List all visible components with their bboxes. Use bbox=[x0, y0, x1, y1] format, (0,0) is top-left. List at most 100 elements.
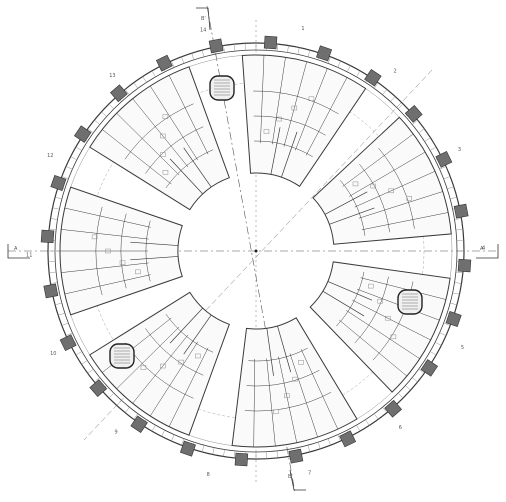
room-wall bbox=[165, 313, 214, 353]
partition-wall bbox=[295, 68, 328, 151]
facade-mullion bbox=[65, 166, 73, 170]
partition-wall bbox=[300, 349, 339, 430]
wing-outline bbox=[241, 54, 367, 188]
facade-mullion bbox=[181, 438, 185, 446]
grid-tag: 14 bbox=[200, 28, 206, 34]
partition-wall bbox=[283, 61, 307, 147]
partition-wall bbox=[278, 356, 297, 443]
structural-pier bbox=[234, 452, 249, 467]
apartment-wing bbox=[231, 317, 358, 448]
partition-wall bbox=[305, 77, 348, 156]
facade-mullion bbox=[276, 44, 278, 52]
partition-wall bbox=[346, 310, 420, 359]
partition-wall bbox=[149, 341, 198, 417]
partition-wall bbox=[116, 113, 180, 176]
grid-tag: 8 bbox=[207, 472, 210, 478]
fixture bbox=[135, 269, 141, 275]
structural-pier bbox=[50, 174, 67, 191]
facade-mullion bbox=[55, 196, 62, 200]
facade-mullion bbox=[181, 56, 185, 64]
fixture bbox=[162, 114, 169, 119]
structural-pier bbox=[263, 35, 278, 50]
grid-tag: 7 bbox=[308, 470, 311, 476]
corridor-wall bbox=[277, 325, 292, 373]
fixture bbox=[140, 365, 147, 370]
facade-mullion bbox=[276, 450, 278, 458]
facade-mullion bbox=[373, 82, 379, 89]
fixture bbox=[385, 315, 391, 321]
fixture bbox=[160, 152, 166, 157]
structural-piers bbox=[40, 35, 472, 467]
corridor-wall bbox=[130, 241, 179, 246]
partition-wall bbox=[342, 133, 414, 187]
grid-tag: 12 bbox=[47, 153, 53, 159]
facade-mullion bbox=[327, 56, 331, 64]
partition-wall bbox=[61, 262, 149, 273]
partition-wall bbox=[354, 171, 436, 208]
facade-mullion bbox=[61, 322, 69, 326]
fixture bbox=[160, 363, 166, 369]
facade-mullion bbox=[50, 218, 58, 220]
facade-mullion bbox=[133, 413, 139, 420]
facade-mullion bbox=[390, 96, 396, 102]
structural-pier bbox=[364, 68, 382, 87]
corridor-wall bbox=[324, 191, 368, 215]
facade-mullion bbox=[397, 103, 404, 110]
grid-tag: 2 bbox=[393, 69, 396, 75]
facade-mullion bbox=[337, 434, 341, 442]
apartment-wing bbox=[241, 54, 367, 188]
stair-core bbox=[397, 289, 423, 315]
facade-mullion bbox=[412, 377, 418, 383]
section-tag-a-prime: A' bbox=[480, 246, 485, 252]
fixture bbox=[178, 359, 184, 365]
grid-tag: 9 bbox=[115, 429, 118, 435]
fixture bbox=[272, 409, 279, 415]
fixture bbox=[370, 183, 376, 189]
section-tag-b: B bbox=[288, 474, 292, 480]
grid-tag: 10 bbox=[50, 351, 56, 357]
room-wall bbox=[95, 206, 103, 296]
partition-wall bbox=[360, 277, 446, 300]
facade-mullion bbox=[307, 445, 311, 452]
structural-pier bbox=[420, 359, 439, 377]
stair-core bbox=[109, 343, 135, 369]
grid-tag: 3 bbox=[458, 147, 461, 153]
room-wall bbox=[253, 115, 326, 136]
facade-mullion bbox=[94, 119, 100, 125]
partition-wall bbox=[64, 274, 151, 295]
facade-mullion bbox=[223, 45, 225, 53]
facade-mullion bbox=[452, 292, 460, 295]
room-wall bbox=[248, 347, 308, 362]
wing-outline bbox=[89, 66, 230, 211]
structural-pier bbox=[73, 125, 92, 143]
stair-cores bbox=[109, 75, 423, 369]
facade-mullion bbox=[49, 271, 57, 273]
facade-mullion bbox=[443, 322, 451, 326]
corridor-wall bbox=[329, 207, 375, 225]
centre-point bbox=[254, 249, 258, 253]
apartment-wings bbox=[59, 54, 452, 448]
facade-mullion bbox=[201, 445, 205, 452]
grid-tag: 4 bbox=[482, 246, 485, 252]
structural-pier bbox=[288, 448, 304, 464]
fixture bbox=[406, 196, 412, 201]
section-marker-left bbox=[7, 244, 30, 259]
facade-mullion bbox=[424, 137, 431, 142]
structural-pier bbox=[339, 430, 357, 448]
facade-mullion bbox=[50, 282, 58, 284]
facade-mullion bbox=[405, 385, 411, 391]
room-wall bbox=[145, 220, 151, 282]
facade-mullion bbox=[58, 312, 65, 316]
room-wall bbox=[124, 103, 194, 160]
partition-wall bbox=[61, 229, 149, 240]
facade-mullion bbox=[49, 229, 57, 231]
facade-mullion bbox=[443, 176, 451, 180]
room-wall bbox=[336, 271, 365, 327]
facade-mullion bbox=[234, 450, 236, 458]
facade-mullion bbox=[55, 302, 62, 306]
facade-mullion bbox=[287, 449, 289, 457]
apartment-wing bbox=[59, 186, 183, 316]
facade-mullion bbox=[75, 146, 83, 151]
corridor-wall bbox=[322, 290, 365, 317]
